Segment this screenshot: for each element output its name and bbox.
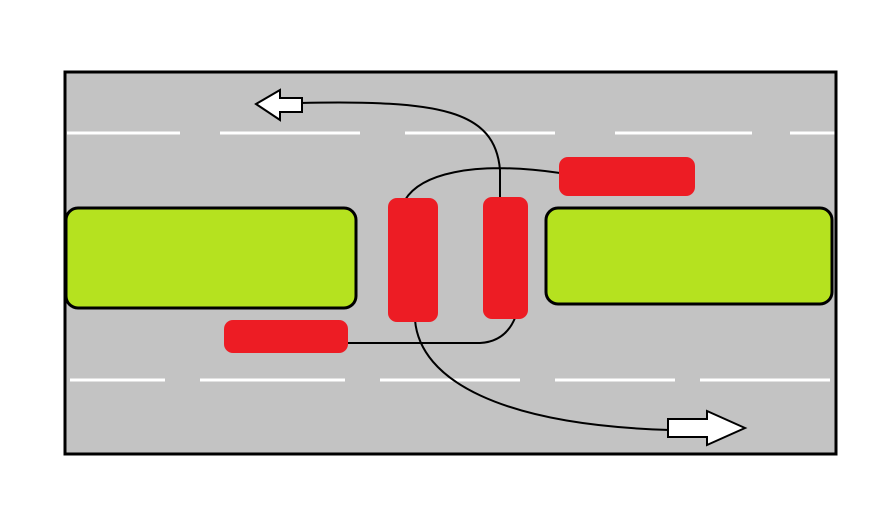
median-left	[64, 206, 358, 310]
left-arrow-icon	[254, 88, 303, 122]
vehicle-top-right	[559, 157, 695, 196]
vehicle-crossing-right	[483, 197, 528, 319]
vehicle-crossing-left	[388, 198, 438, 322]
median-right	[544, 206, 834, 306]
vehicle-bottom-left	[224, 320, 348, 353]
right-arrow-icon	[667, 409, 748, 447]
u-turn-path-west	[299, 101, 561, 201]
u-turn-path-east	[345, 317, 671, 431]
